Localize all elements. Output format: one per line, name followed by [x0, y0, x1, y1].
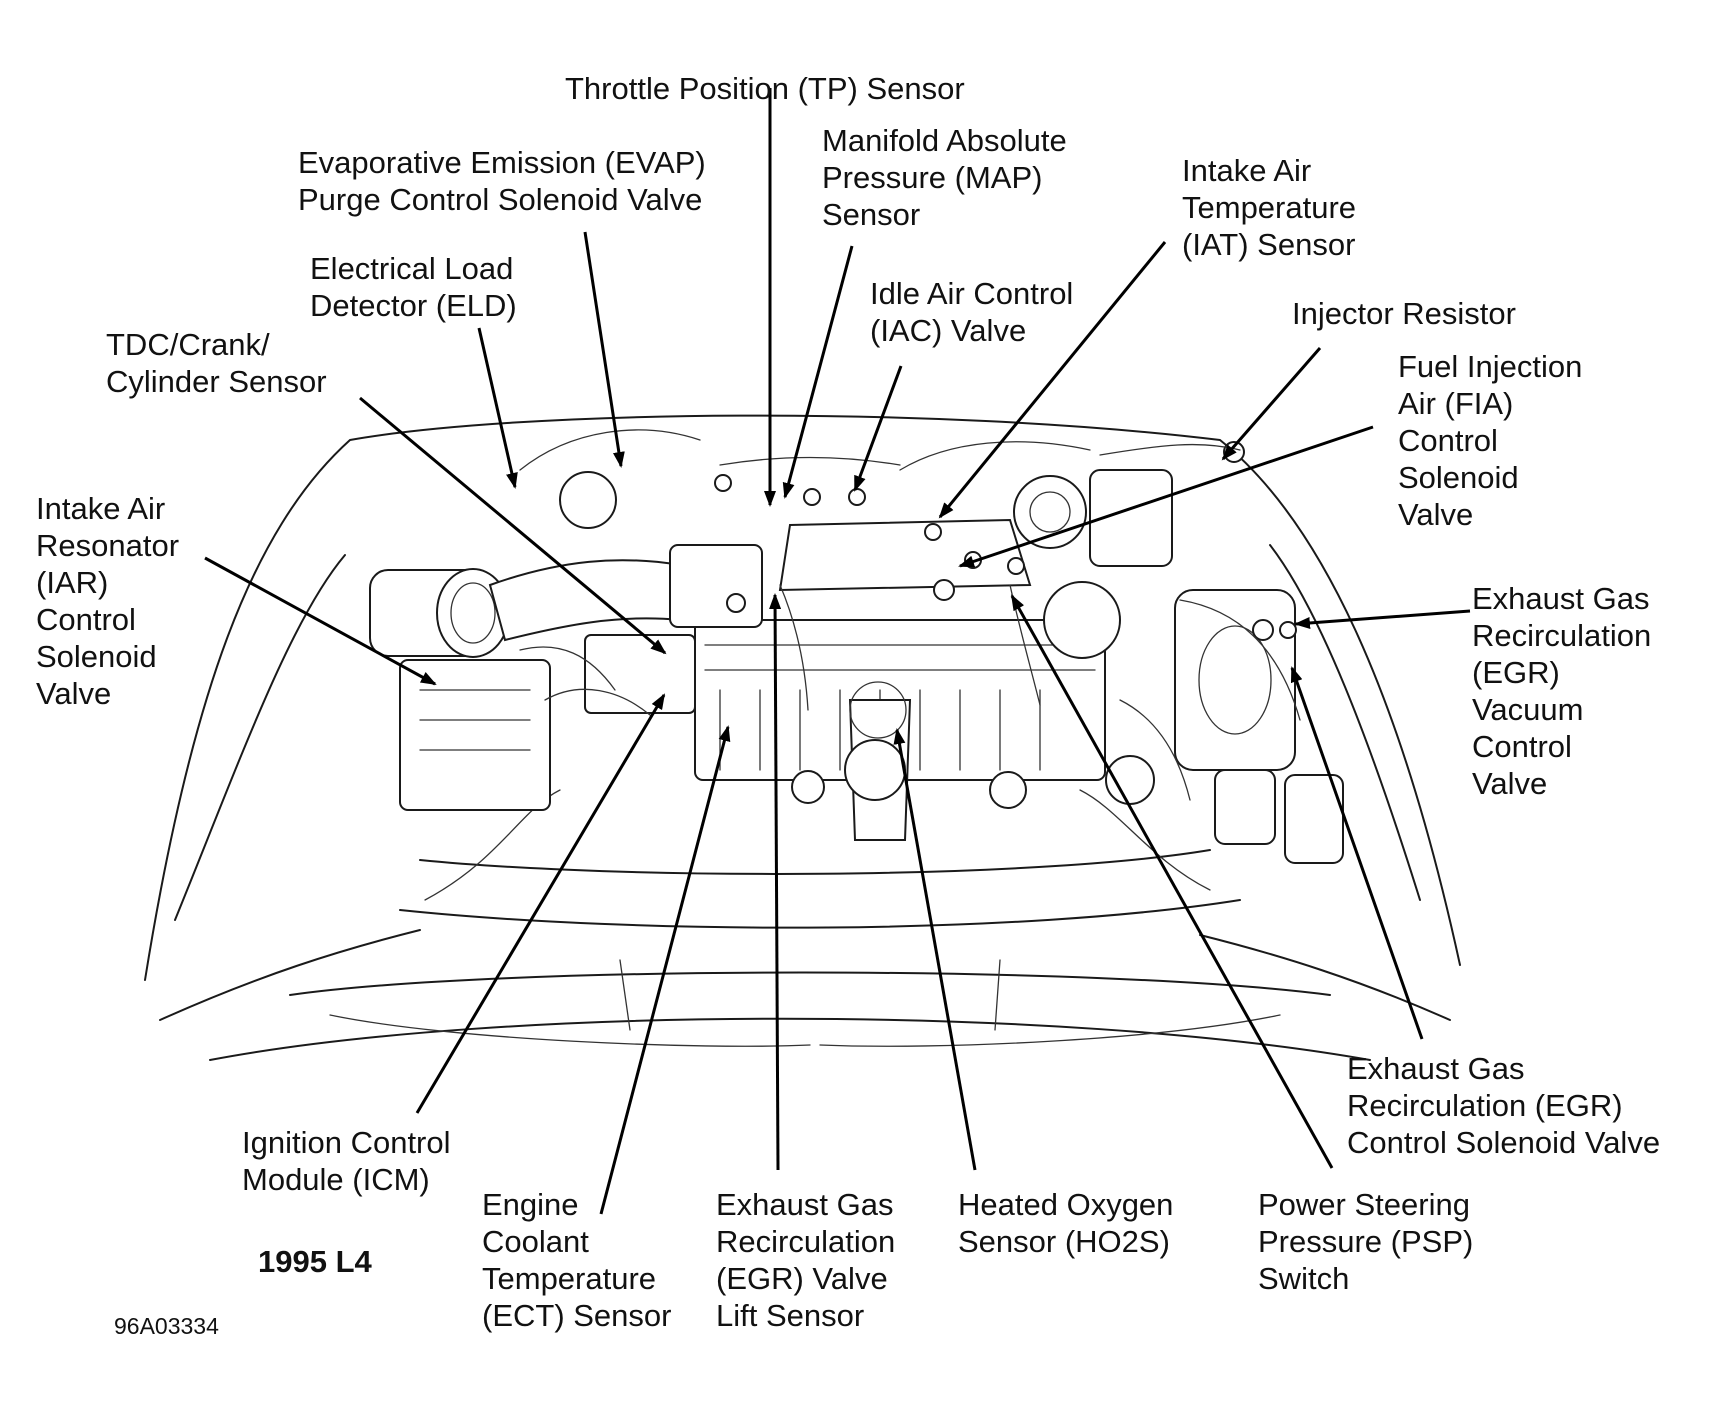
label-eld: Electrical Load Detector (ELD) — [310, 251, 517, 323]
label-tp-sensor: Throttle Position (TP) Sensor — [565, 71, 965, 106]
label-icm: Ignition Control Module (ICM) — [242, 1125, 451, 1197]
label-ho2s: Heated Oxygen Sensor (HO2S) — [958, 1187, 1174, 1259]
label-injector-resistor: Injector Resistor — [1292, 296, 1516, 331]
leader-icm — [415, 693, 666, 1114]
leader-injector-resistor — [1221, 347, 1322, 461]
leader-fia-valve — [958, 425, 1374, 568]
label-egr-vacuum: Exhaust Gas Recirculation (EGR) Vacuum C… — [1472, 581, 1652, 801]
figure-id: 96A03334 — [114, 1313, 219, 1339]
leader-evap — [583, 231, 625, 468]
label-egr-control-solenoid: Exhaust Gas Recirculation (EGR) Control … — [1347, 1051, 1661, 1160]
label-egr-lift-sensor: Exhaust Gas Recirculation (EGR) Valve Li… — [716, 1187, 896, 1333]
leader-ho2s — [893, 728, 977, 1171]
leader-ect-sensor — [599, 725, 731, 1215]
label-iac-valve: Idle Air Control (IAC) Valve — [870, 276, 1074, 348]
label-map-sensor: Manifold Absolute Pressure (MAP) Sensor — [822, 123, 1067, 232]
leader-egr-lift-sensor — [769, 593, 782, 1171]
leader-egr-vacuum — [1294, 609, 1471, 629]
label-psp-switch: Power Steering Pressure (PSP) Switch — [1258, 1187, 1474, 1296]
leader-iat-sensor — [938, 241, 1167, 519]
label-ect-sensor: Engine Coolant Temperature (ECT) Sensor — [482, 1187, 672, 1333]
label-fia-valve: Fuel Injection Air (FIA) Control Solenoi… — [1398, 349, 1583, 532]
leader-egr-control-solenoid — [1290, 666, 1424, 1040]
leader-iac-valve — [853, 365, 903, 492]
leader-tdc-sensor — [359, 396, 667, 655]
label-tdc-sensor: TDC/Crank/ Cylinder Sensor — [106, 327, 327, 399]
leader-eld — [477, 327, 518, 489]
leader-iar-valve — [204, 556, 437, 686]
leader-lines — [204, 88, 1471, 1215]
label-iat-sensor: Intake Air Temperature (IAT) Sensor — [1182, 153, 1357, 262]
engine-compartment-drawing — [144, 414, 1461, 1061]
leader-map-sensor — [782, 245, 854, 499]
label-evap: Evaporative Emission (EVAP) Purge Contro… — [298, 145, 706, 217]
model-label: 1995 L4 — [258, 1244, 372, 1279]
label-iar-valve: Intake Air Resonator (IAR) Control Solen… — [36, 491, 180, 711]
leader-psp-switch — [1010, 594, 1334, 1169]
